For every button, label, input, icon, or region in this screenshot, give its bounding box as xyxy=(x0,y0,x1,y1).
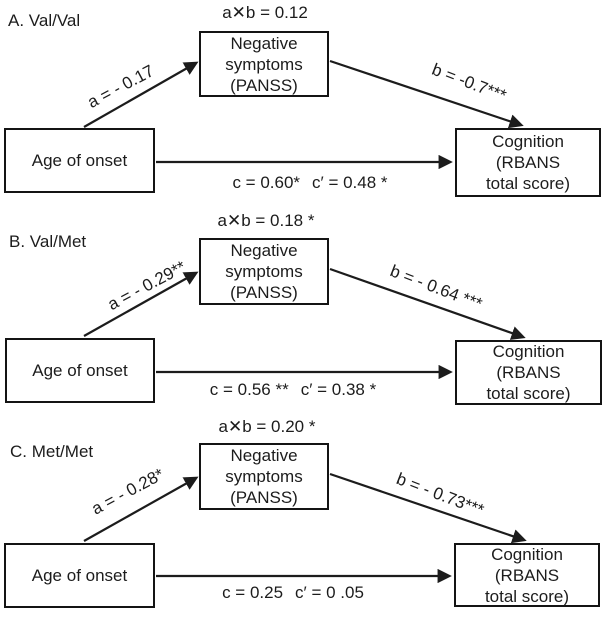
panel-a-title: A. Val/Val xyxy=(8,11,81,30)
panel-a-path-a-arrow xyxy=(83,61,199,128)
panel-a-mediator-box: Negative symptoms (PANSS) xyxy=(199,31,329,97)
panel-a-outcome-label: Cognition (RBANS total score) xyxy=(485,132,571,193)
panel-c-indirect-effect-label: a✕b = 0.20 * xyxy=(218,417,316,436)
panel-b-direct-effect-label: c′ = 0.38 * xyxy=(300,380,377,399)
panel-a-mediator-label: Negative symptoms (PANSS) xyxy=(225,33,303,95)
panel-c-mediator-label: Negative symptoms (PANSS) xyxy=(225,446,303,507)
panel-b-predictor-label: Age of onset xyxy=(32,361,128,380)
panel-a-indirect-effect-label: a✕b = 0.12 xyxy=(222,3,308,22)
panel-c-direct-effect-label: c′ = 0 .05 xyxy=(295,583,364,602)
panel-c-path-c-labels: c = 0.25 c′ = 0 .05 xyxy=(222,583,364,603)
panel-b-title: B. Val/Met xyxy=(9,232,87,251)
panel-a-path-b-arrow xyxy=(329,59,524,129)
panel-b-path-c-labels: c = 0.56 ** c′ = 0.38 * xyxy=(210,380,376,400)
panel-b-mediator-label: Negative symptoms (PANSS) xyxy=(225,241,303,302)
panel-a-predictor-label: Age of onset xyxy=(31,151,128,170)
panel-c-predictor-box: Age of onset xyxy=(4,543,155,608)
panel-c-path-a-arrow xyxy=(83,476,199,542)
panel-a-predictor-box: Age of onset xyxy=(4,128,155,193)
panel-a-path-c-labels: c = 0.60* c′ = 0.48 * xyxy=(232,173,387,193)
panel-c-total-effect-label: c = 0.25 xyxy=(222,583,284,602)
panel-b-path-a-arrow xyxy=(83,271,199,337)
panel-a-direct-effect-label: c′ = 0.48 * xyxy=(312,173,388,192)
panel-b-outcome-label: Cognition (RBANS total score) xyxy=(486,342,571,403)
panel-b-indirect-effect-label: a✕b = 0.18 * xyxy=(217,211,315,230)
panel-b-mediator-box: Negative symptoms (PANSS) xyxy=(199,238,329,305)
panel-c-outcome-label: Cognition (RBANS total score) xyxy=(484,544,570,606)
panel-b-total-effect-label: c = 0.56 ** xyxy=(209,380,289,399)
panel-c-mediator-box: Negative symptoms (PANSS) xyxy=(199,443,329,510)
panel-b-outcome-box: Cognition (RBANS total score) xyxy=(455,340,602,405)
panel-a-total-effect-label: c = 0.60* xyxy=(232,173,301,192)
panel-a-outcome-box: Cognition (RBANS total score) xyxy=(455,128,601,197)
panel-b-path-b-arrow xyxy=(329,267,526,340)
panel-c-path-b-arrow xyxy=(329,472,527,544)
panel-b-predictor-box: Age of onset xyxy=(5,338,155,403)
panel-c-predictor-label: Age of onset xyxy=(31,566,128,585)
panel-c-outcome-box: Cognition (RBANS total score) xyxy=(454,543,600,607)
panel-c-title: C. Met/Met xyxy=(10,442,94,461)
